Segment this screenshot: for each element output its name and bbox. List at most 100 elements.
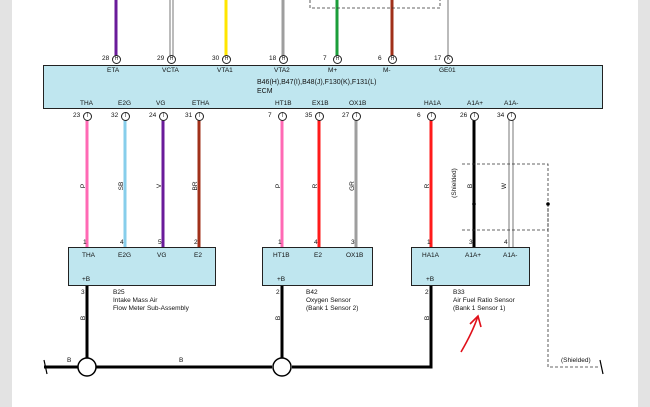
- ecm-pin-type-marker: I: [278, 112, 287, 121]
- ecm-title: B46(H),B47(I),B48(J),F130(K),F131(L) ECM: [257, 78, 376, 96]
- component-id: B42: [306, 289, 318, 296]
- connector-b33: [411, 247, 530, 286]
- connector-b42: [262, 247, 373, 286]
- ecm-pin-name: GE01: [439, 67, 456, 74]
- annotation-arrowhead: [469, 314, 482, 328]
- pin-number: 4: [504, 239, 508, 246]
- bus-break-left: [43, 359, 48, 375]
- power-label: +B: [277, 276, 286, 283]
- ecm-pin-name: OX1B: [349, 100, 367, 107]
- ecm-pin-name: EX1B: [312, 100, 329, 107]
- ecm-pin-number: 23: [73, 112, 81, 119]
- annotation-arrow: [460, 315, 479, 353]
- component-b42: B42 Oxygen Sensor (Bank 1 Sensor 2): [306, 289, 358, 313]
- ecm-pin-type-marker: I: [427, 112, 436, 121]
- wire-label: GR: [349, 181, 356, 191]
- ecm-pin-number: 18: [269, 55, 277, 62]
- ecm-pin-name: VCTA: [162, 67, 179, 74]
- wire-label: W: [501, 182, 508, 190]
- ecm-name: ECM: [257, 88, 273, 95]
- shield-node-2: [546, 202, 550, 206]
- ecm-pin-name: M+: [328, 67, 338, 74]
- pin-number: 5: [158, 239, 162, 246]
- pin-number: 3: [81, 289, 85, 296]
- ecm-pin-number: 6: [417, 112, 421, 119]
- component-name: (Bank 1 Sensor 2): [306, 305, 359, 312]
- ground-wire-label: B: [80, 315, 87, 321]
- ground-b33: [292, 286, 433, 369]
- ecm-pin-type-marker: H: [333, 55, 342, 64]
- shield-top: [309, 0, 441, 9]
- pin-name: HT1B: [273, 252, 290, 259]
- ecm-pin-name: VTA1: [217, 67, 233, 74]
- pin-number: 3: [351, 239, 355, 246]
- pin-number: 1: [83, 239, 87, 246]
- splice-right: [272, 357, 292, 377]
- shielded-label: (Shielded): [451, 168, 458, 198]
- ecm-pin-name: M-: [383, 67, 391, 74]
- pin-number: 1: [427, 239, 431, 246]
- ecm-pin-type-marker: I: [83, 112, 92, 121]
- ecm-pin-number: 7: [268, 112, 272, 119]
- ecm-pin-type-marker: H: [279, 55, 288, 64]
- pin-name: VG: [157, 252, 167, 259]
- connector-b25: [68, 247, 216, 286]
- pin-name: E2: [314, 252, 322, 259]
- ecm-pin-name: HA1A: [424, 100, 441, 107]
- component-name: Oxygen Sensor: [306, 297, 351, 304]
- power-label: +B: [426, 276, 435, 283]
- pin-name: E2: [194, 252, 202, 259]
- page-edge-right: [638, 0, 650, 407]
- ecm-pin-number: 17: [434, 55, 442, 62]
- component-b33: B33 Air Fuel Ratio Sensor (Bank 1 Sensor…: [453, 289, 515, 313]
- component-name: Flow Meter Sub-Assembly: [113, 305, 189, 312]
- ecm-pin-type-marker: I: [507, 112, 516, 121]
- ecm-pin-number: 26: [460, 112, 468, 119]
- pin-number: 2: [194, 239, 198, 246]
- pin-name: A1A+: [465, 252, 482, 259]
- shield-drain: [547, 204, 600, 368]
- ecm-pin-type-marker: H: [167, 55, 176, 64]
- ecm-pin-type-marker: H: [112, 55, 121, 64]
- ecm-pin-name: HT1B: [275, 100, 292, 107]
- component-name: Air Fuel Ratio Sensor: [453, 297, 515, 304]
- ecm-pin-number: 27: [342, 112, 350, 119]
- ground-wire-label: B: [67, 357, 72, 364]
- ecm-pin-name: VG: [156, 100, 166, 107]
- wire-label: P: [275, 183, 282, 189]
- wire-label: SB: [118, 181, 125, 191]
- page-edge-left: [0, 0, 12, 407]
- ecm-pin-name: ETA: [107, 67, 120, 74]
- wire-label: P: [80, 183, 87, 189]
- component-id: B33: [453, 289, 465, 296]
- ecm-pin-name: THA: [80, 100, 93, 107]
- ecm-pin-type-marker: K: [444, 55, 453, 64]
- ecm-pin-number: 24: [149, 112, 157, 119]
- wire-label: R: [424, 183, 431, 189]
- ecm-pin-number: 30: [212, 55, 220, 62]
- ecm-pin-name: VTA2: [274, 67, 290, 74]
- wire-label: V: [156, 183, 163, 189]
- ecm-pin-type-marker: H: [222, 55, 231, 64]
- pin-number: 3: [469, 239, 473, 246]
- ground-wire-label: B: [275, 315, 282, 321]
- pin-name: HA1A: [422, 252, 439, 259]
- shield-box: [462, 163, 549, 231]
- ecm-pin-type-marker: H: [388, 55, 397, 64]
- ground-wire-label: B: [179, 357, 184, 364]
- wire-label: R: [312, 183, 319, 189]
- pin-number: 2: [425, 289, 429, 296]
- pin-name: OX1B: [346, 252, 364, 259]
- pin-number: 1: [278, 239, 282, 246]
- wire-label: BR: [192, 181, 199, 191]
- ecm-pin-type-marker: I: [121, 112, 130, 121]
- ecm-pin-name: A1A-: [504, 100, 519, 107]
- shielded-label: (Shielded): [561, 357, 591, 364]
- ecm-pin-type-marker: I: [352, 112, 361, 121]
- ecm-pin-type-marker: I: [195, 112, 204, 121]
- bus-break-right: [599, 359, 604, 375]
- ecm-pin-type-marker: I: [159, 112, 168, 121]
- ecm-connector-list: B46(H),B47(I),B48(J),F130(K),F131(L): [257, 79, 377, 86]
- component-id: B25: [113, 289, 125, 296]
